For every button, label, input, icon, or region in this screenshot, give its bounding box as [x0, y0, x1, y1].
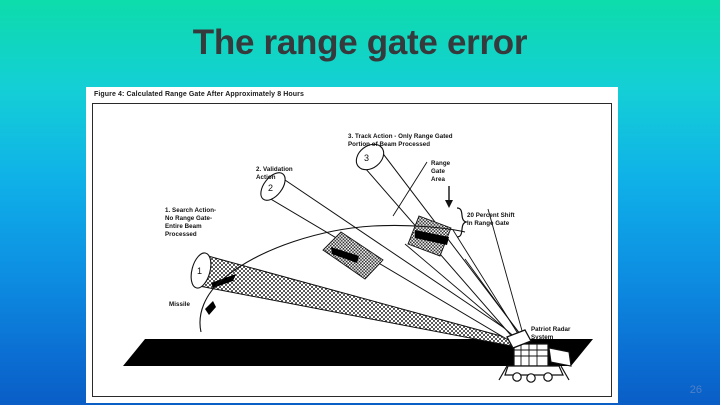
label-track-action: 3. Track Action - Only Range Gated Porti…: [348, 133, 453, 148]
beam-cone-2: 2: [260, 172, 526, 348]
cone-2-number: 2: [268, 183, 273, 193]
range-gate-arrow: [445, 186, 453, 208]
label-range-gate-area: Range Gate Area: [431, 160, 451, 183]
percent-shift-brace: [456, 207, 469, 238]
missile-trajectory: [199, 224, 466, 333]
slide-number: 26: [689, 384, 702, 396]
label-search-action: 1. Search Action- No Range Gate- Entire …: [165, 207, 217, 238]
figure-frame: 1 2: [92, 103, 612, 397]
patriot-radar-icon: [498, 329, 572, 383]
ground-plane: [123, 339, 593, 366]
label-missile: Missile: [169, 301, 190, 308]
figure-panel: Figure 4: Calculated Range Gate After Ap…: [86, 87, 618, 403]
cone-3-number: 3: [364, 153, 369, 163]
beam-edge-lines: [404, 208, 528, 346]
label-percent-shift: 20 Percent Shift In Range Gate: [467, 212, 515, 227]
figure-caption: Figure 4: Calculated Range Gate After Ap…: [94, 91, 304, 98]
label-validation-action: 2. Validation Action: [256, 166, 293, 181]
range-gate-diagram: 1 2: [123, 143, 593, 383]
page-title: The range gate error: [192, 23, 528, 62]
missile-icon: [205, 301, 216, 315]
beam-cone-1: 1: [190, 252, 525, 348]
cone-1-number: 1: [197, 266, 202, 276]
range-gate-leader: [392, 161, 428, 217]
label-patriot-radar-system: Patriot Radar System: [531, 326, 571, 341]
